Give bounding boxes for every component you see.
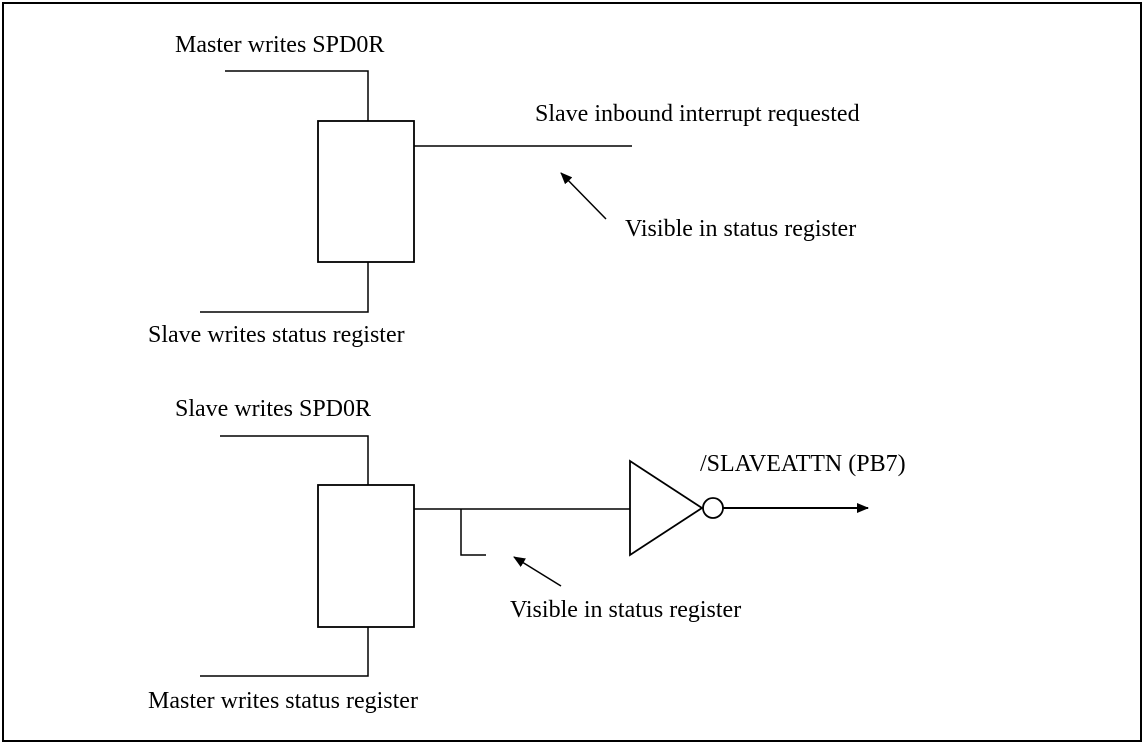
bottom-section: Slave writes SPD0R Master writes status … [148, 396, 906, 714]
inverter-gate [629, 459, 704, 557]
top-master-writes-label: Master writes SPD0R [175, 32, 384, 58]
bottom-set-input-line [220, 435, 369, 485]
top-output-label: Slave inbound interrupt requested [535, 101, 860, 127]
bottom-visible-label: Visible in status register [510, 597, 741, 623]
top-reset-input-line [200, 262, 369, 313]
top-visible-arrow [560, 172, 607, 220]
top-set-input-line [225, 70, 369, 121]
bottom-flip-flop-box [317, 484, 415, 628]
inverter-bubble [702, 497, 724, 519]
top-flip-flop-box [317, 120, 415, 263]
top-section: Master writes SPD0R Slave writes status … [148, 32, 860, 348]
bottom-visible-arrow [513, 556, 562, 587]
bottom-slave-writes-label: Slave writes SPD0R [175, 396, 371, 422]
top-slave-writes-status-label: Slave writes status register [148, 322, 405, 348]
bottom-reset-input-line [200, 627, 369, 677]
bottom-status-tap [460, 509, 486, 556]
bottom-output-label: /SLAVEATTN (PB7) [700, 451, 906, 477]
bottom-master-writes-status-label: Master writes status register [148, 688, 418, 714]
top-visible-label: Visible in status register [625, 216, 856, 242]
